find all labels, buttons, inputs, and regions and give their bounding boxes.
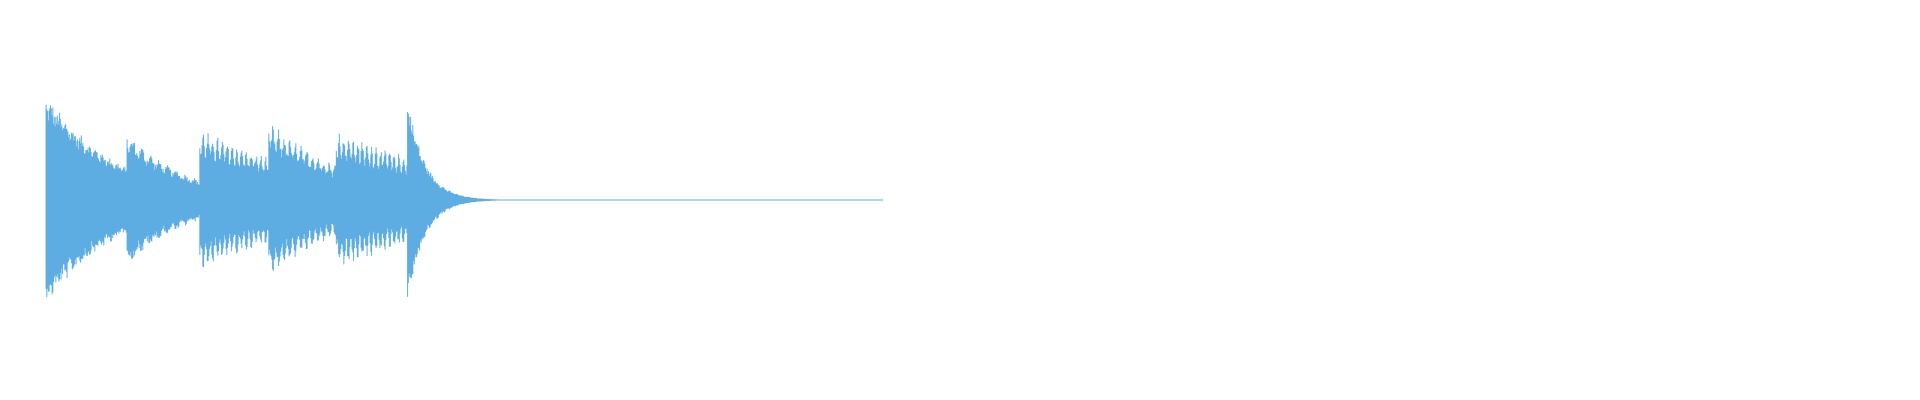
waveform-trace bbox=[45, 104, 884, 298]
